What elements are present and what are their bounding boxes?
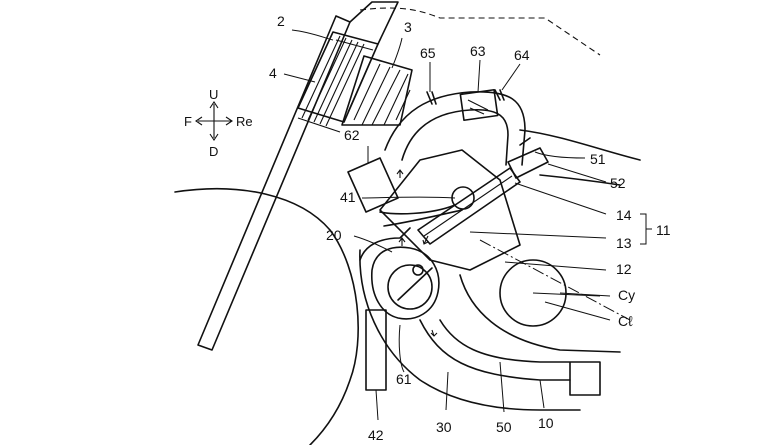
- label-52: 52: [610, 175, 626, 191]
- label-41: 41: [340, 189, 356, 205]
- label-51: 51: [590, 151, 606, 167]
- hose-20: [359, 227, 411, 261]
- label-63: 63: [470, 43, 486, 59]
- label-3: 3: [404, 19, 412, 35]
- pump-61: [371, 246, 440, 320]
- label-30: 30: [436, 419, 452, 435]
- lower-frame: [439, 319, 601, 396]
- label-20: 20: [326, 227, 342, 243]
- flow-arrows: [396, 169, 438, 337]
- hose-30: [419, 319, 571, 381]
- leader-lines: [283, 29, 652, 421]
- dir-rear: Re: [236, 114, 253, 129]
- label-12: 12: [616, 261, 632, 277]
- label-64: 64: [514, 47, 530, 63]
- engine-lower-curve: [459, 274, 621, 353]
- box-62: [347, 157, 399, 213]
- dir-down: D: [209, 144, 218, 159]
- exhaust-pipe: [417, 137, 549, 245]
- dir-front: F: [184, 114, 192, 129]
- label-65: 65: [420, 45, 436, 61]
- label-62: 62: [344, 127, 360, 143]
- tank-outline: [359, 7, 601, 56]
- label-cy: Cy: [618, 287, 635, 303]
- front-wheel: [174, 187, 359, 445]
- label-50: 50: [496, 419, 512, 435]
- engine-body: [379, 149, 521, 271]
- frame-10: [359, 249, 581, 411]
- label-2: 2: [277, 13, 285, 29]
- label-11: 11: [656, 222, 671, 238]
- label-cl: Cℓ: [618, 313, 633, 329]
- label-14: 14: [616, 207, 632, 223]
- direction-indicator: [195, 101, 233, 141]
- intake-duct: [384, 88, 526, 166]
- label-42: 42: [368, 427, 384, 443]
- label-10: 10: [538, 415, 554, 431]
- hatched-bracket: [341, 55, 413, 126]
- label-61: 61: [396, 371, 412, 387]
- reservoir-42: [365, 309, 387, 391]
- label-4: 4: [269, 65, 277, 81]
- body-line-upper: [519, 129, 641, 161]
- dir-up: U: [209, 87, 218, 102]
- head-pipe: [197, 15, 379, 351]
- frame-tube: [349, 1, 399, 45]
- body-line-52: [539, 174, 621, 186]
- label-13: 13: [616, 235, 632, 251]
